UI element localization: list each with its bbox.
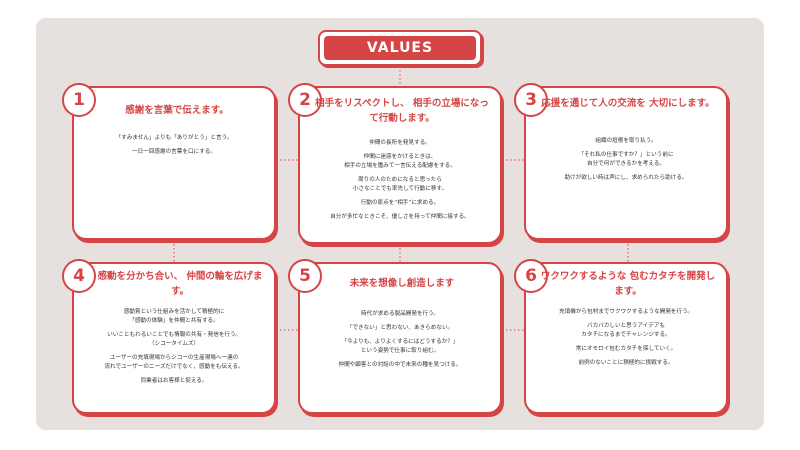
value-title-4: 感動を分かち合い、 仲間の輪を広げます。: [97, 271, 263, 297]
value-title-2: 相手をリスペクトし、 相手の立場になって行動します。: [315, 98, 489, 124]
value-2-item-3: 周りの人のためになると思ったら小さなことでも率先して行動に移す。: [352, 177, 448, 192]
value-6-item-4: 前例のないことに積極的に挑戦する。: [578, 360, 674, 366]
value-title-6: ワクワクするような 包むカタチを開発します。: [540, 271, 716, 297]
value-body-3: 組織の垣根を取り払う。 「それ私の仕事ですか？」という前に自分で何ができるかを考…: [530, 137, 722, 188]
value-3-item-2: 「それ私の仕事ですか？」という前に自分で何ができるかを考える。: [578, 152, 674, 167]
value-5-item-4: 仲間や顧客との対話の中で未来の種を見つける。: [338, 362, 462, 368]
value-4-item-4: 同業者はお客様と捉える。: [140, 378, 208, 384]
values-badge: VALUES: [318, 30, 482, 66]
value-card-6: [524, 262, 728, 414]
value-2-item-1: 仲間の長所を発見する。: [369, 140, 431, 146]
value-6-item-3: 常にオモロイ包むカタチを探していく。: [575, 346, 677, 352]
value-card-2: [298, 86, 502, 244]
value-3-item-1: 組織の垣根を取り払う。: [595, 138, 657, 144]
value-5-item-1: 時代が求める製品開発を行う。: [361, 311, 439, 317]
value-card-4: [72, 262, 276, 414]
value-4-item-1: 感動賞という仕組みを活かして積極的に「感動の体験」を仲間と共有する。: [123, 309, 225, 324]
value-2-item-4: 行動の原点を“相手”に求める。: [360, 200, 440, 206]
value-body-2: 仲間の長所を発見する。 仲間に迷惑をかけるときは、相手の立場を鑑みて一言伝える配…: [304, 139, 496, 227]
value-5-item-2: 「できない」と思わない、あきらめない。: [346, 325, 454, 331]
value-number-6: 6: [514, 259, 548, 293]
value-title-5: 未来を想像し創造します: [349, 278, 455, 289]
value-5-item-3: 「今よりも、よりよくするにはどうするか？」という姿勢で仕事に取り組む。: [341, 339, 459, 354]
value-number-2: 2: [288, 83, 322, 117]
value-card-1: [72, 86, 276, 240]
value-3-item-3: 助けが欲しい時は声にし、求められたら助ける。: [564, 175, 688, 181]
value-number-1: 1: [62, 83, 96, 117]
values-title: VALUES: [324, 36, 476, 60]
value-title-1: 感謝を言葉で伝えます。: [125, 105, 229, 116]
value-6-item-2: バカバカしいと思うアイデアもカタチになるまでチャレンジする。: [581, 323, 671, 338]
value-2-item-5: 自分が多忙なときこそ、優しさを持って仲間に接する。: [330, 214, 470, 220]
value-2-item-2: 仲間に迷惑をかけるときは、相手の立場を鑑みて一言伝える配慮をする。: [344, 154, 456, 169]
value-1-item-1: 「すみません」よりも「ありがとう」と言う。: [115, 135, 233, 141]
value-title-3: 応援を通じて人の交流を 大切にします。: [541, 98, 715, 109]
value-card-5: [298, 262, 502, 414]
value-body-6: 充填機から包材までワクワクするような開発を行う。 バカバカしいと思うアイデアもカ…: [530, 308, 722, 373]
value-card-3: [524, 86, 728, 240]
value-number-5: 5: [288, 259, 322, 293]
value-body-4: 感動賞という仕組みを活かして積極的に「感動の体験」を仲間と共有する。 いいことも…: [76, 308, 272, 391]
value-6-item-1: 充填機から包材までワクワクするような開発を行う。: [559, 309, 693, 315]
value-4-item-3: ユーザーの充填現場からシコーの生産現場へ一連の流れでユーザーのニーズだけでなく、…: [104, 355, 244, 370]
value-number-3: 3: [514, 83, 548, 117]
value-body-5: 時代が求める製品開発を行う。 「できない」と思わない、あきらめない。 「今よりも…: [304, 310, 496, 375]
value-body-1: 「すみません」よりも「ありがとう」と言う。 一日一回感謝の言葉を口にする。: [80, 134, 268, 162]
value-1-item-2: 一日一回感謝の言葉を口にする。: [132, 149, 216, 155]
value-4-item-2: いいこともわるいことでも情報の共有・発信を行う。（シコータイムズ）: [107, 332, 241, 347]
value-number-4: 4: [62, 259, 96, 293]
